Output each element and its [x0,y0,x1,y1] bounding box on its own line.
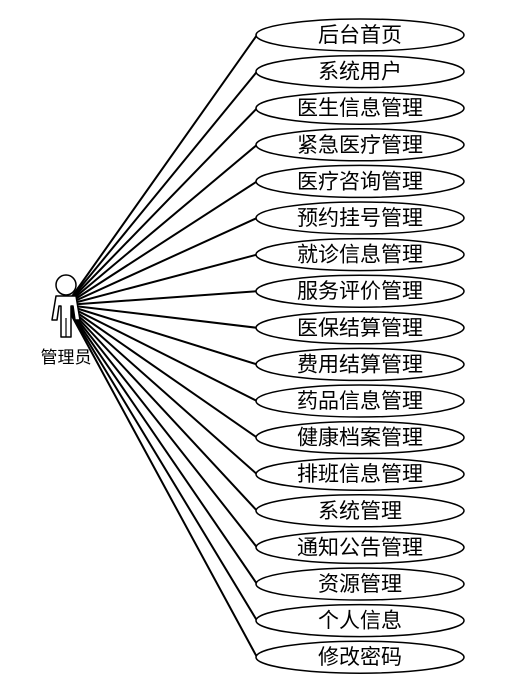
association-line [65,304,258,512]
use-case: 预约挂号管理 [255,201,465,235]
use-case-label: 服务评价管理 [297,279,423,303]
use-case: 医疗咨询管理 [255,164,465,199]
use-case-ellipse [255,420,465,455]
association-line [65,304,258,366]
association-line [65,253,258,306]
use-case-ellipse [255,640,465,674]
use-case-ellipse [255,164,465,199]
use-case: 通知公告管理 [255,530,465,565]
use-case: 医保结算管理 [255,311,465,345]
use-case-ellipse [255,91,465,125]
association-line [65,304,258,658]
use-case-ellipse [255,237,465,272]
use-case: 后台首页 [255,18,465,52]
association-line [65,304,258,549]
use-case-ellipse [255,201,465,235]
use-case-label: 系统管理 [318,499,402,523]
use-case: 紧急医疗管理 [255,128,465,162]
use-case-label: 就诊信息管理 [297,243,423,267]
association-line [65,70,258,306]
use-case-ellipse [255,567,465,601]
use-case: 费用结算管理 [255,347,465,382]
use-case: 医生信息管理 [255,91,465,125]
use-case: 健康档案管理 [255,420,465,455]
association-line [65,34,258,306]
use-case-ellipse [255,128,465,162]
use-case-label: 通知公告管理 [297,535,423,559]
use-case: 服务评价管理 [255,274,465,308]
actor-label: 管理员 [41,348,92,368]
association-line [65,304,258,329]
person-icon [51,274,81,338]
use-case-ellipse [255,603,465,638]
use-case-label: 医疗咨询管理 [297,169,423,193]
use-case-ellipse [255,457,465,491]
use-case-ellipse [255,54,465,89]
use-case-label: 医保结算管理 [297,316,423,340]
use-case-label: 预约挂号管理 [297,206,423,230]
use-case-label: 费用结算管理 [297,352,423,376]
association-line [65,304,258,402]
use-case: 资源管理 [255,567,465,601]
use-case-ellipse [255,530,465,565]
use-case: 系统用户 [255,54,465,89]
use-case-label: 后台首页 [318,23,402,47]
association-line [65,290,258,306]
use-case-label: 健康档案管理 [297,426,423,450]
use-case: 修改密码 [255,640,465,674]
association-line [65,304,258,622]
use-case-ellipse [255,494,465,528]
use-case-label: 排班信息管理 [297,462,423,486]
use-cases: 后台首页系统用户医生信息管理紧急医疗管理医疗咨询管理预约挂号管理就诊信息管理服务… [255,18,465,674]
use-case-label: 医生信息管理 [297,96,423,120]
association-line [65,144,258,306]
use-case-label: 药品信息管理 [297,389,423,413]
association-line [65,304,258,439]
use-case: 系统管理 [255,494,465,528]
use-case-ellipse [255,311,465,345]
association-line [65,217,258,306]
association-lines [65,34,258,658]
association-line [65,304,258,475]
use-case: 就诊信息管理 [255,237,465,272]
association-line [65,304,258,585]
use-case: 个人信息 [255,603,465,638]
use-case-ellipse [255,18,465,52]
use-case-label: 资源管理 [318,572,402,596]
use-case-ellipse [255,347,465,382]
use-case-label: 紧急医疗管理 [297,133,423,157]
association-line [65,107,258,306]
association-line [65,180,258,306]
use-case-label: 个人信息 [318,609,402,633]
use-case-ellipse [255,384,465,418]
use-case: 药品信息管理 [255,384,465,418]
use-case-label: 系统用户 [318,60,402,84]
use-case-label: 修改密码 [318,645,402,669]
use-case: 排班信息管理 [255,457,465,491]
actor: 管理员 [41,274,92,368]
use-case-ellipse [255,274,465,308]
